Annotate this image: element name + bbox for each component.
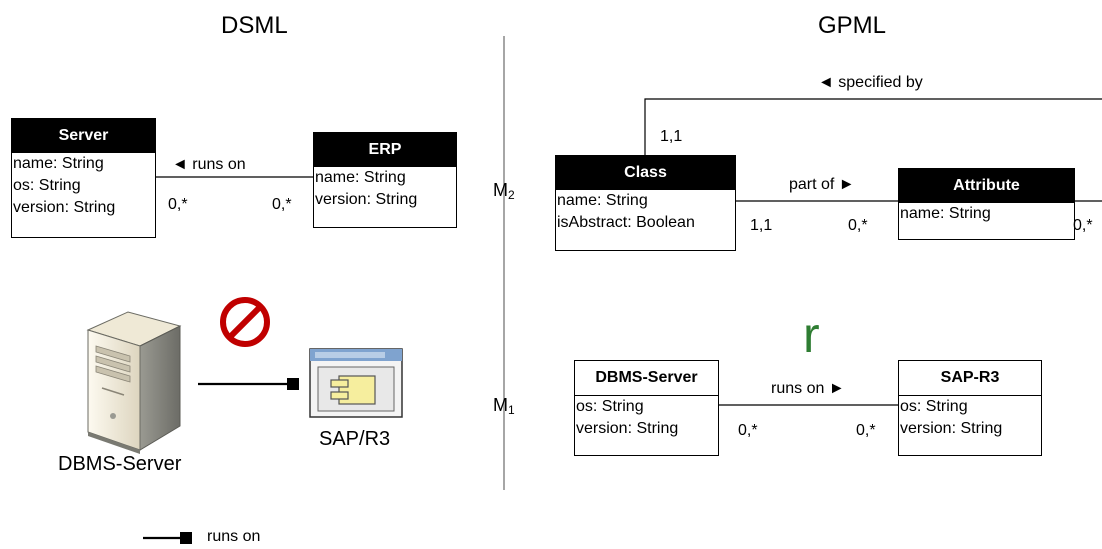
part-of-mult-attribute: 0,* — [848, 217, 868, 234]
attribute-attr-name: name: String — [900, 205, 991, 222]
level-m1-label: M1 — [493, 395, 515, 417]
part-of-label: part of ► — [789, 176, 855, 193]
prohibited-icon — [220, 297, 270, 347]
dsml-heading: DSML — [221, 12, 288, 39]
gpml-heading: GPML — [818, 12, 887, 39]
dsml-mult-erp: 0,* — [272, 196, 292, 213]
dsml-runs-on-label: ◄ runs on — [172, 156, 246, 173]
dbms-server-attr-os: os: String — [576, 398, 644, 415]
r-relation-label: r — [803, 307, 820, 363]
erp-attr-name: name: String — [315, 169, 406, 186]
attribute-metaclass-box[interactable]: Attribute name: String — [898, 168, 1075, 240]
sap-r3-attr-version: version: String — [900, 420, 1003, 437]
erp-attr-version: version: String — [315, 191, 418, 208]
instance-runs-on-end-square — [287, 378, 299, 390]
part-of-mult-class: 1,1 — [750, 217, 773, 234]
dbms-server-object-name: DBMS-Server — [575, 361, 718, 396]
dbms-server-caption: DBMS-Server — [58, 453, 182, 475]
class-attr-name: name: String — [557, 192, 648, 209]
level-m2-label: M2 — [493, 180, 515, 202]
dbms-server-attr-version: version: String — [576, 420, 679, 437]
server-attr-os: os: String — [13, 177, 81, 194]
specified-by-mult-attribute: 0,* — [1073, 217, 1093, 234]
class-metaclass-name: Class — [556, 156, 735, 190]
legend-label: runs on — [207, 528, 261, 545]
specified-by-mult-class: 1,1 — [660, 128, 683, 145]
sap-r3-caption: SAP/R3 — [319, 428, 391, 450]
legend-end-square — [180, 532, 192, 544]
specified-by-label: ◄ specified by — [818, 74, 923, 91]
erp-class-box[interactable]: ERP name: String version: String — [313, 132, 457, 228]
attribute-metaclass-name: Attribute — [899, 169, 1074, 203]
server-tower-icon — [86, 311, 182, 454]
specified-by-association — [644, 98, 1102, 156]
class-metaclass-box[interactable]: Class name: String isAbstract: Boolean — [555, 155, 736, 251]
sap-r3-object-name: SAP-R3 — [899, 361, 1041, 396]
server-attr-name: name: String — [13, 155, 104, 172]
erp-class-name: ERP — [314, 133, 456, 167]
server-class-box[interactable]: Server name: String os: String version: … — [11, 118, 156, 238]
sap-r3-attr-os: os: String — [900, 398, 968, 415]
server-attr-version: version: String — [13, 199, 116, 216]
sap-r3-object-box[interactable]: SAP-R3 os: String version: String — [898, 360, 1042, 456]
gpml-mult-dbms: 0,* — [738, 422, 758, 439]
gpml-mult-sap: 0,* — [856, 422, 876, 439]
dbms-server-object-box[interactable]: DBMS-Server os: String version: String — [574, 360, 719, 456]
class-attr-isabstract: isAbstract: Boolean — [557, 214, 695, 231]
application-window-icon — [309, 348, 403, 418]
server-class-name: Server — [12, 119, 155, 153]
dsml-mult-server: 0,* — [168, 196, 188, 213]
gpml-runs-on-label: runs on ► — [771, 380, 845, 397]
